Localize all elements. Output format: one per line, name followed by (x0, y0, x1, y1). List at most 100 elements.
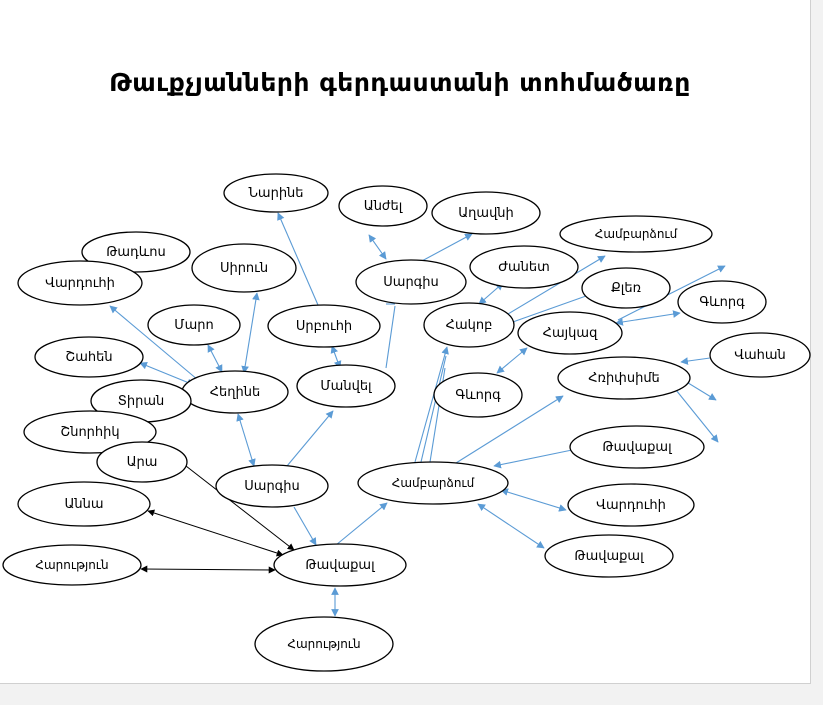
node-label: Աննա (64, 497, 103, 512)
node-ellipse (355, 259, 467, 305)
person-node-n6: Սիրուն (191, 243, 297, 293)
person-node-n11: Գևորգ (677, 280, 767, 324)
person-node-n28: Աննա (17, 481, 151, 527)
node-label: Սիրուն (220, 261, 268, 276)
person-node-n2: Անժել (338, 185, 428, 227)
connector-line-28 (455, 395, 564, 464)
person-node-n5: Համբարձում (559, 215, 713, 253)
connector-line-19 (414, 346, 449, 463)
person-node-n10: Քլեռ (581, 267, 671, 309)
person-node-n31: Հարություն (2, 544, 142, 586)
node-label: Հռիփսիմե (588, 371, 660, 386)
person-node-n19: Հեղինե (181, 370, 289, 414)
node-label: Թադևոս (106, 245, 165, 260)
node-ellipse (147, 304, 241, 346)
connector-line-7 (241, 292, 260, 374)
person-node-n20: Հռիփսիմե (557, 356, 691, 400)
node-label: Գևորգ (455, 388, 501, 403)
node-ellipse (296, 364, 396, 408)
node-ellipse (338, 185, 428, 227)
connector-line-10 (139, 362, 195, 386)
connector-line-5 (385, 305, 396, 369)
node-label: Սրբուհի (296, 319, 352, 334)
connector-line-15 (335, 502, 388, 546)
connector-line-27 (675, 389, 719, 443)
node-label: Արա (127, 455, 158, 470)
connector-line-22 (496, 347, 528, 374)
person-node-n21: Տիրան (90, 379, 192, 423)
node-label: Թավաքալ (305, 558, 375, 573)
person-node-n3: Աղավնի (431, 191, 541, 235)
person-node-n26: Համբարձում (357, 461, 509, 505)
node-ellipse (557, 356, 691, 400)
person-node-n17: Վահան (709, 332, 811, 378)
node-ellipse (23, 410, 157, 454)
node-ellipse (215, 464, 329, 508)
node-ellipse (81, 231, 191, 273)
person-node-n9: Սարգիս (355, 259, 467, 305)
node-label: Նարինե (248, 186, 303, 201)
node-ellipse (17, 481, 151, 527)
node-ellipse (2, 544, 142, 586)
person-node-n13: Սրբուհի (267, 304, 381, 348)
node-ellipse (17, 260, 143, 306)
connector-line-30 (500, 488, 567, 512)
node-ellipse (96, 441, 188, 483)
connector-line-8 (207, 344, 223, 373)
node-label: Շահեն (65, 350, 112, 365)
connector-lines (109, 212, 726, 617)
person-node-n7: Ժանետ (469, 245, 579, 289)
node-label: Սարգիս (244, 479, 299, 494)
node-ellipse (423, 302, 515, 348)
person-node-n24: Թավաքալ (569, 425, 705, 469)
person-node-n29: Վարդուհի (567, 483, 695, 527)
node-label: Հարություն (35, 558, 108, 572)
connector-line-6 (330, 345, 342, 369)
connector-line-25 (680, 357, 711, 365)
node-ellipse (567, 483, 695, 527)
node-ellipse (559, 215, 713, 253)
node-label: Սարգիս (383, 275, 438, 290)
connector-line-31 (477, 503, 545, 549)
person-node-n14: Հակոբ (423, 302, 515, 348)
connector-line-16 (478, 282, 504, 305)
connector-line-14 (293, 506, 317, 546)
connector-line-35 (185, 465, 295, 551)
node-label: Մարո (174, 318, 213, 333)
person-node-n4: Թադևոս (81, 231, 191, 273)
node-ellipse (223, 173, 329, 213)
diagram-title: Թաւքչյանների գերդաստանի տոհմածառը (109, 68, 691, 97)
person-node-n30: Թավաքալ (544, 534, 674, 578)
node-label: Տիրան (118, 394, 165, 409)
node-ellipse (517, 311, 623, 355)
node-ellipse (581, 267, 671, 309)
node-label: Գևորգ (699, 295, 745, 310)
connector-line-13 (286, 410, 334, 467)
connector-line-12 (236, 413, 256, 467)
node-label: Անժել (364, 199, 403, 214)
node-label: Թավաքալ (602, 440, 672, 455)
connector-line-34 (140, 565, 276, 574)
node-ellipse (544, 534, 674, 578)
connector-line-1 (277, 212, 319, 306)
node-label: Վահան (734, 348, 786, 363)
connector-line-29 (493, 449, 573, 469)
node-label: Թավաքալ (574, 549, 644, 564)
node-ellipse (433, 372, 523, 418)
person-node-n23: Շնորհիկ (23, 410, 157, 454)
node-label: Հայկազ (543, 326, 598, 341)
node-ellipse (34, 336, 144, 378)
connector-line-23 (615, 310, 681, 326)
connector-line-20 (420, 355, 447, 463)
person-node-n16: Շահեն (34, 336, 144, 378)
node-ellipse (273, 543, 407, 587)
node-ellipse (254, 616, 394, 672)
node-ellipse (469, 245, 579, 289)
node-ellipse (709, 332, 811, 378)
node-label: Աղավնի (458, 206, 514, 221)
connector-line-18 (509, 295, 587, 324)
node-ellipse (357, 461, 509, 505)
node-ellipse (431, 191, 541, 235)
